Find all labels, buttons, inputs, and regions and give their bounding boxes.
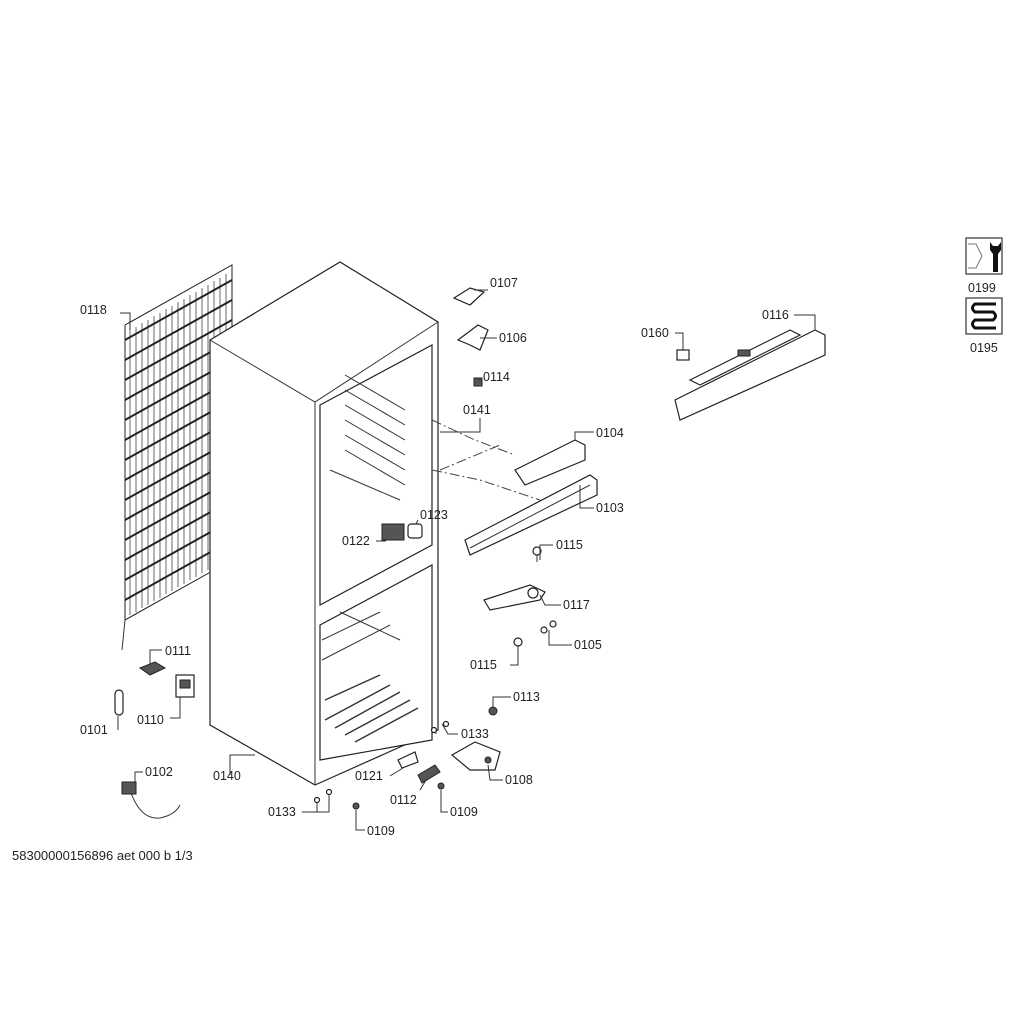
part-0111[interactable]	[138, 661, 167, 676]
screw-0113[interactable]	[488, 706, 498, 716]
label-0118: 0118	[80, 303, 107, 317]
label-0115-bottom: 0115	[470, 658, 497, 672]
cabinet-0140[interactable]	[209, 261, 439, 786]
label-0107: 0107	[490, 276, 518, 290]
connector-0160[interactable]	[676, 349, 690, 361]
label-0123: 0123	[420, 508, 448, 522]
label-0141: 0141	[463, 403, 491, 417]
condenser-icon[interactable]	[965, 297, 1003, 335]
part-0112[interactable]	[417, 764, 441, 784]
part-0121[interactable]	[397, 751, 419, 769]
label-0109-left: 0109	[367, 824, 395, 838]
label-0160: 0160	[641, 326, 669, 340]
screw-0115-bottom[interactable]	[513, 637, 523, 655]
label-0117: 0117	[563, 598, 590, 612]
washers-0105[interactable]	[540, 620, 557, 634]
rail-0103[interactable]	[464, 474, 598, 556]
hinge-0117[interactable]	[483, 584, 546, 611]
label-0109-right: 0109	[450, 805, 478, 819]
vent-0122[interactable]	[381, 523, 405, 541]
label-0101: 0101	[80, 723, 108, 737]
label-0133-right: 0133	[461, 727, 489, 741]
label-0103: 0103	[596, 501, 624, 515]
label-0104: 0104	[596, 426, 624, 440]
label-0114: 0114	[483, 370, 510, 384]
label-0199: 0199	[968, 281, 996, 295]
label-0122: 0122	[342, 534, 370, 548]
label-0102: 0102	[145, 765, 173, 779]
hinge-cover-0107[interactable]	[452, 287, 486, 306]
label-0116: 0116	[762, 308, 789, 322]
screws-0109[interactable]	[352, 782, 445, 810]
label-0133-left: 0133	[268, 805, 296, 819]
part-0104[interactable]	[514, 439, 586, 486]
top-hinge-0106[interactable]	[456, 324, 489, 351]
screw-0115-top[interactable]	[532, 546, 542, 562]
control-panel-0116[interactable]	[674, 329, 826, 421]
power-cord-0102[interactable]	[121, 781, 181, 819]
part-0110[interactable]	[175, 674, 195, 698]
service-tool-icon[interactable]	[965, 237, 1003, 275]
part-labels: 0107 0106 0114 0141 0104 0103 0123 0122 …	[80, 276, 998, 838]
document-reference: 58300000156896 aet 000 b 1/3	[12, 848, 193, 863]
label-0115-top: 0115	[556, 538, 583, 552]
label-0113: 0113	[513, 690, 540, 704]
label-0121: 0121	[355, 769, 383, 783]
screw-0114[interactable]	[473, 377, 483, 387]
label-0105: 0105	[574, 638, 602, 652]
label-0111: 0111	[165, 644, 191, 658]
label-0112: 0112	[390, 793, 417, 807]
label-0106: 0106	[499, 331, 527, 345]
label-0195: 0195	[970, 341, 998, 355]
part-0101[interactable]	[114, 689, 124, 716]
part-0123[interactable]	[407, 523, 423, 539]
label-0140: 0140	[213, 769, 241, 783]
bottom-hinge-0108[interactable]	[450, 741, 501, 771]
label-0108: 0108	[505, 773, 533, 787]
label-0110: 0110	[137, 713, 164, 727]
